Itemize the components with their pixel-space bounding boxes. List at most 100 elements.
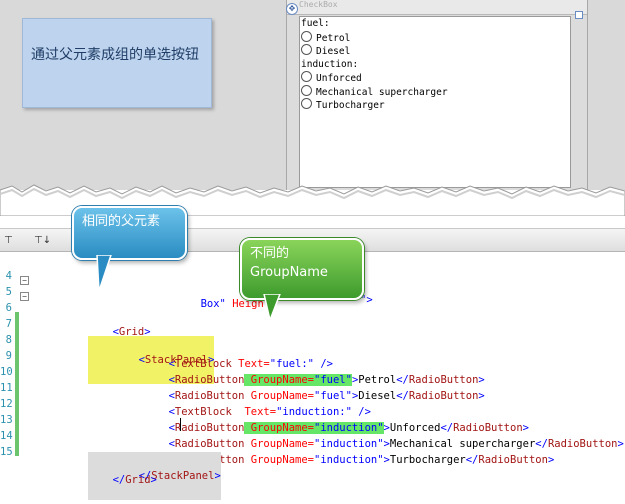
code-token: </ (396, 374, 409, 386)
note-text: 通过父元素成组的单选按钮 (31, 47, 199, 63)
code-token: < (168, 374, 175, 386)
code-token: RadioButton (478, 454, 548, 466)
collapse-icon[interactable]: − (20, 276, 29, 285)
radio-circle-icon[interactable] (301, 30, 312, 42)
code-token: RadioButton (174, 390, 245, 402)
code-line-5: 5 − <Grid> (0, 272, 625, 338)
text-caret (180, 418, 181, 431)
note-box: 通过父元素成组的单选按钮 (22, 18, 212, 108)
callout-tail (263, 294, 281, 322)
code-line-10: 10 <TextBlock Text="induction:" /> (0, 352, 625, 418)
code-token: "fuel" (314, 374, 352, 386)
callout-same-parent: 相同的父元素 (72, 206, 187, 260)
code-token: < (168, 390, 175, 402)
change-marker (15, 392, 19, 408)
code-token: GroupName= (244, 454, 314, 466)
move-handle-icon[interactable]: ✥ (286, 3, 298, 15)
code-token: RadioButton (453, 422, 523, 434)
code-token: Grid (125, 474, 151, 486)
line-number: 5 (5, 286, 12, 298)
code-token: "induction" (314, 422, 384, 434)
code-token: > (478, 390, 485, 402)
code-token: </ (112, 474, 126, 486)
line-number: 11 (0, 382, 13, 394)
radio-circle-icon[interactable] (301, 44, 312, 55)
radio-option[interactable]: Petrol (300, 30, 570, 45)
preview-text: Mechanical supercharger (316, 86, 448, 98)
code-token: Text= (231, 358, 270, 370)
change-marker (15, 376, 19, 392)
code-token: Turbocharger (389, 454, 466, 466)
code-line-11: 11 <RadioButton GroupName="induction">Un… (0, 368, 625, 434)
code-token: < (168, 406, 175, 418)
code-token: </ (396, 390, 409, 402)
code-token: TextBlock (174, 358, 232, 370)
code-token: GroupName= (244, 374, 314, 386)
code-line-9: 9 <RadioButton GroupName="fuel">Diesel</… (0, 336, 625, 402)
code-token: Diesel (358, 390, 397, 402)
preview-text: fuel: (301, 18, 330, 29)
code-token: > (351, 390, 359, 402)
radio-option[interactable]: Turbocharger (300, 98, 570, 112)
change-marker (15, 408, 19, 424)
code-token: < (138, 354, 145, 366)
line-number: 15 (0, 446, 13, 458)
radio-circle-icon[interactable] (301, 84, 312, 96)
radio-circle-icon[interactable] (301, 98, 312, 109)
preview-text: Turbocharger (316, 100, 385, 111)
code-token: > (351, 374, 359, 386)
code-token: "fuel:" (269, 358, 315, 370)
code-token: < (168, 358, 175, 370)
code-token: </ (440, 422, 454, 434)
change-marker (15, 360, 19, 376)
code-token: > (214, 470, 221, 482)
code-line-12: 12 <RadioButton GroupName="induction">Me… (0, 384, 625, 450)
callout-text: 相同的父元素 (82, 214, 161, 229)
code-token: > (150, 474, 157, 486)
collapse-icon[interactable]: − (20, 292, 29, 301)
code-token: RadioButton (174, 422, 245, 434)
code-token: TextBlock (174, 406, 232, 418)
resize-handle[interactable] (575, 11, 583, 19)
code-token: Unforced (389, 422, 441, 434)
radio-option[interactable]: Mechanical supercharger (300, 84, 570, 99)
split-vertical-button[interactable]: ⊤↓ (34, 235, 52, 246)
code-token: > (144, 326, 151, 338)
radio-circle-icon[interactable] (301, 71, 312, 82)
code-token: Petrol (358, 374, 397, 386)
code-line-4: 4 Box" Heigh "> (0, 256, 625, 310)
line-number: 7 (5, 318, 12, 330)
code-token: Text= (231, 406, 277, 418)
callout-different-groupname: 不同的GroupName (240, 238, 364, 300)
code-line-15: 15 </Grid> (0, 432, 625, 486)
code-token: > (478, 374, 485, 386)
group-label: induction: (300, 58, 570, 72)
code-token: RadioButton (408, 390, 479, 402)
line-number: 8 (5, 334, 12, 346)
code-token: "induction:" (276, 406, 352, 418)
change-marker (15, 312, 19, 328)
code-line-7: 7 <TextBlock Text="fuel:" /> (0, 304, 625, 370)
code-token: < (112, 326, 119, 338)
code-line-14: 14 </StackPanel> (0, 416, 625, 500)
code-token: Heigh (225, 298, 264, 310)
code-token: </ (465, 454, 479, 466)
code-token: /> (351, 406, 371, 418)
change-marker (15, 344, 19, 360)
line-number: 9 (5, 350, 12, 362)
radio-option[interactable]: Diesel (300, 44, 570, 58)
code-line-6: 6 − <StackPanel> (0, 288, 625, 384)
radio-option[interactable]: Unforced (300, 71, 570, 85)
code-token: GroupName= (244, 390, 314, 402)
code-token: "induction" (314, 454, 384, 466)
code-token: StackPanel (144, 354, 209, 366)
code-token: /> (314, 358, 333, 370)
code-line-8: 8 <RadioButton GroupName="fuel">Petrol</… (0, 320, 625, 386)
preview-text: Petrol (316, 32, 351, 44)
swap-panes-button[interactable]: ⊤ (4, 235, 13, 246)
code-token: "fuel" (314, 390, 352, 402)
code-token: > (383, 422, 390, 434)
